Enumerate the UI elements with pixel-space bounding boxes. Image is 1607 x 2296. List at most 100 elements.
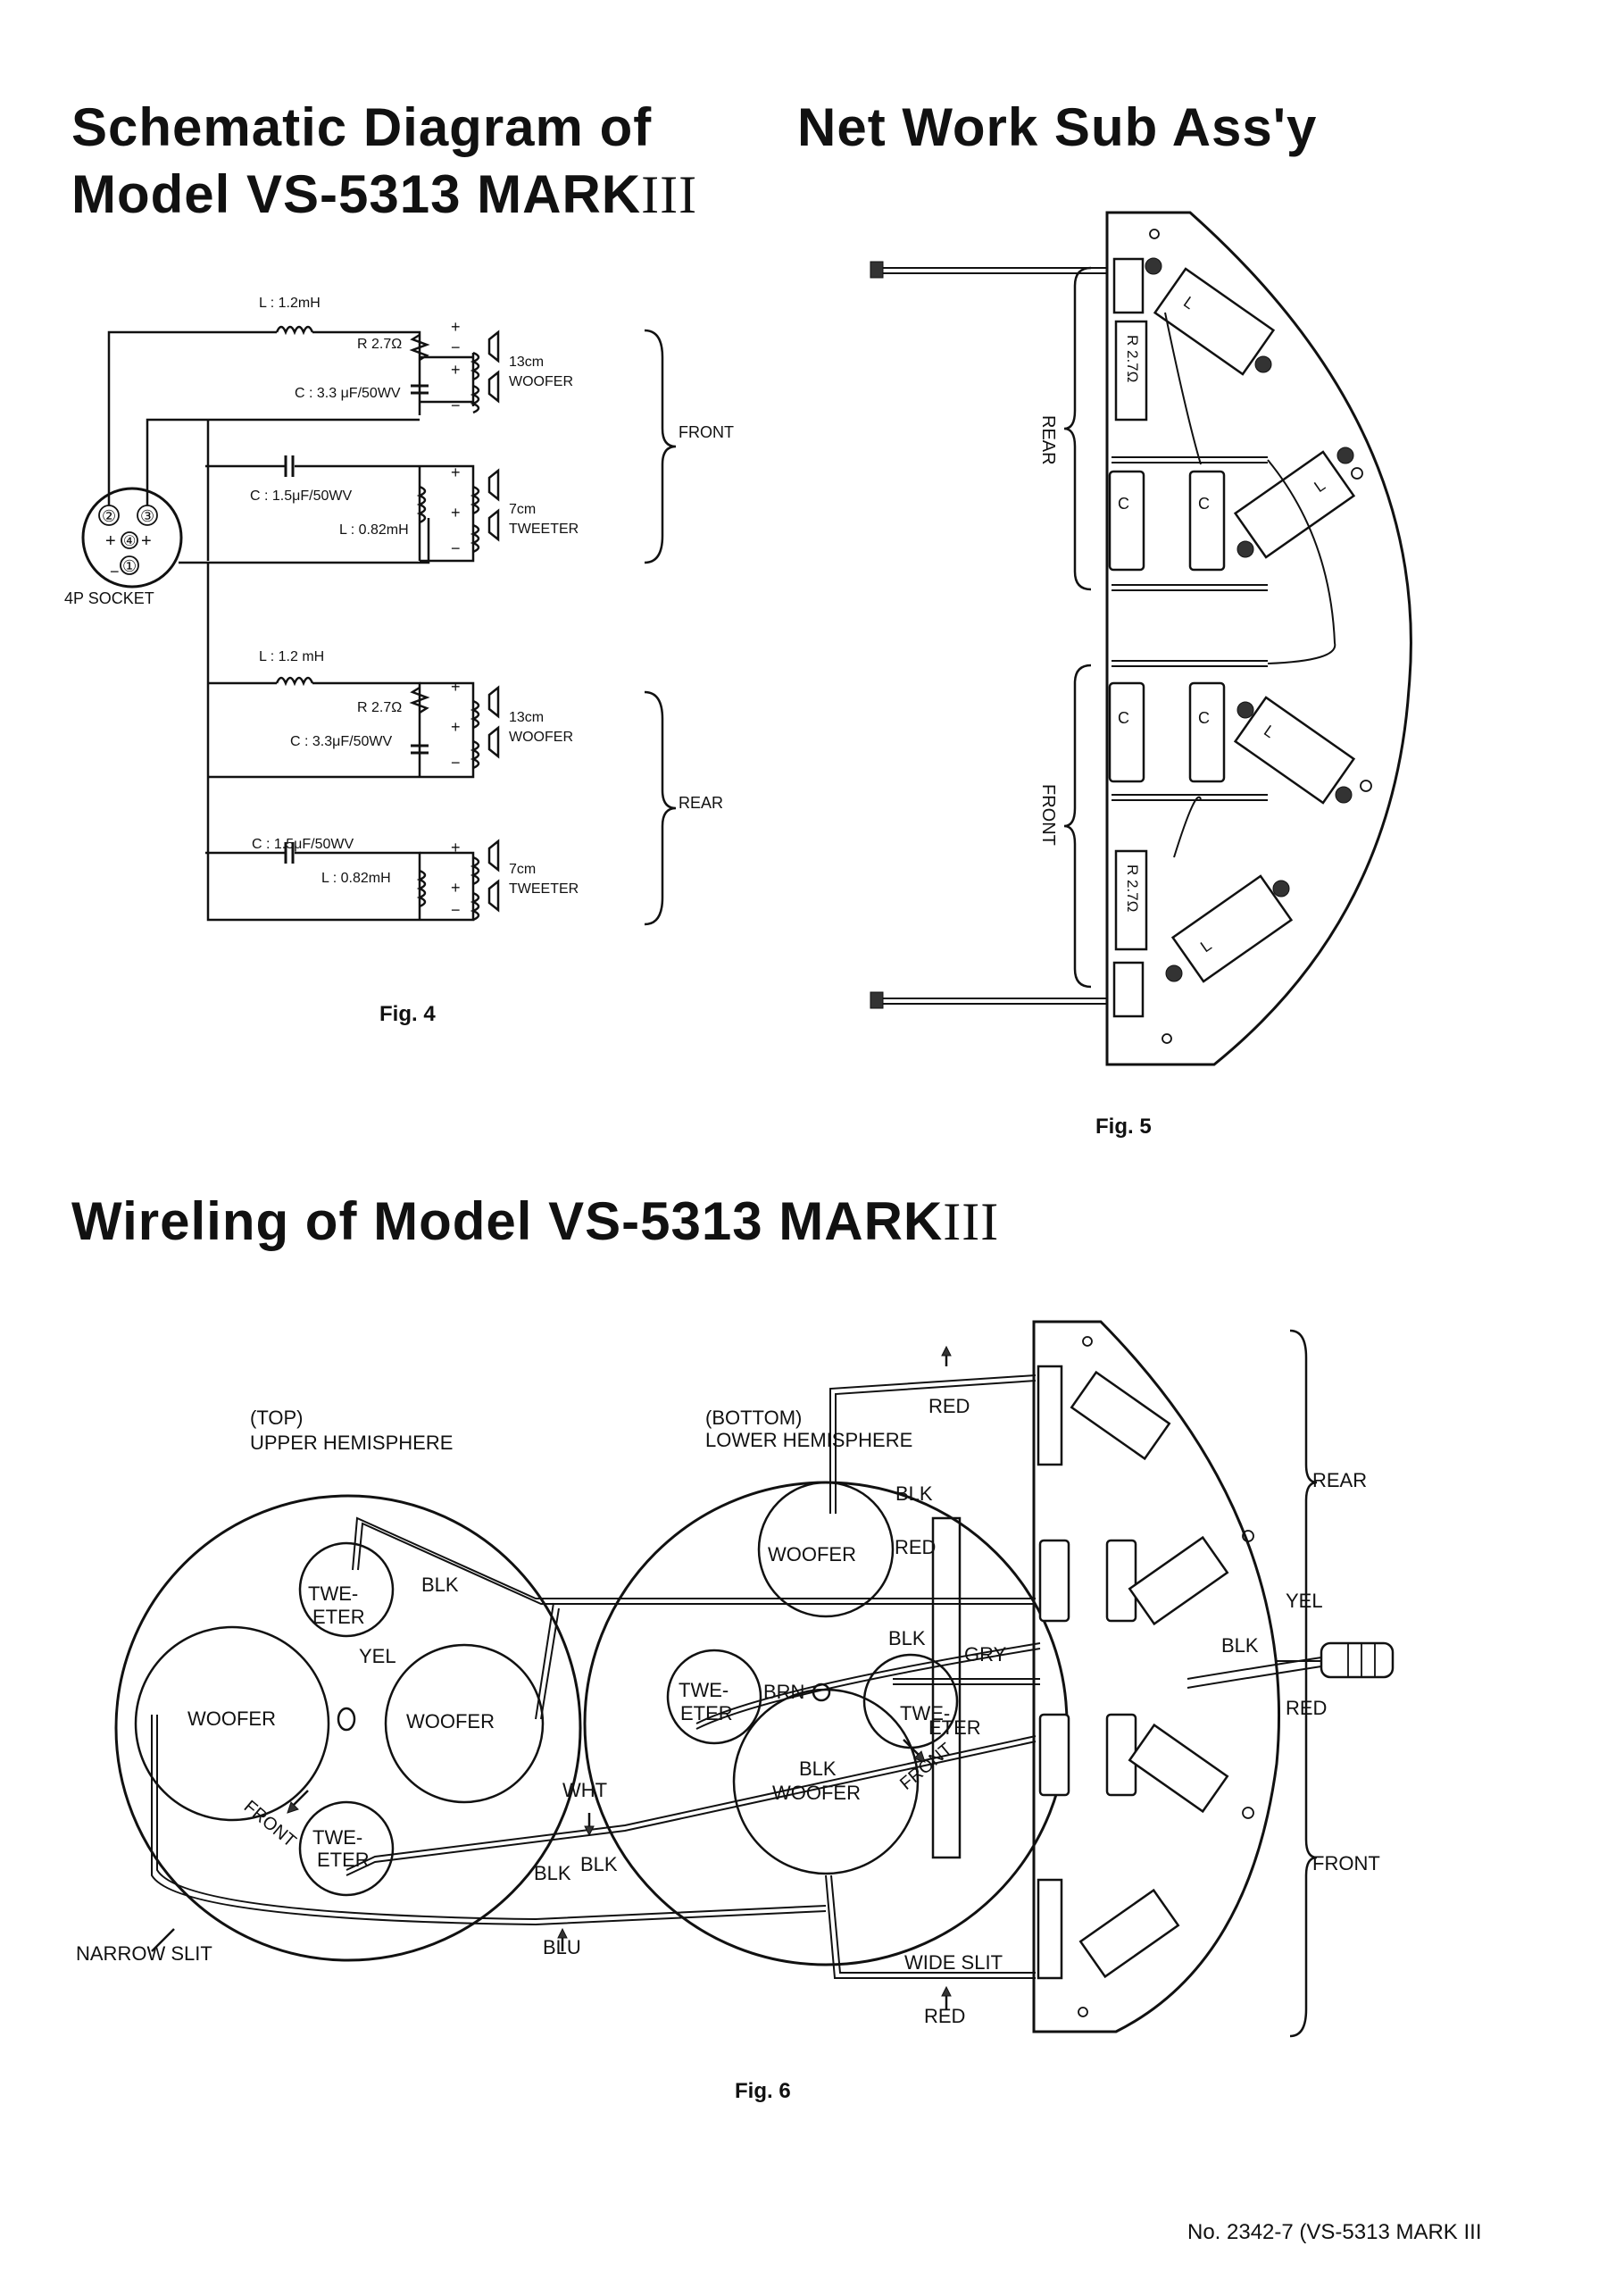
front-tweeter-name: TWEETER	[509, 522, 579, 537]
socket-plus-left: +	[105, 531, 116, 551]
socket-4p: ② ③ ④ ① + + − 4P SOCKET	[64, 487, 183, 607]
network-resistor-rear-label: R 2.7Ω	[1124, 335, 1141, 382]
schematic-title-line2: Model VS-5313 MARKIII	[71, 165, 698, 224]
network-resistor-front-label: R 2.7Ω	[1124, 864, 1141, 912]
front-tweeter-capacitor-label: C : 1.5μF/50WV	[250, 488, 352, 504]
schematic-wiring	[107, 325, 677, 926]
narrow-slit-label: NARROW SLIT	[76, 1942, 212, 1965]
polarity-minus-3: −	[451, 539, 461, 557]
wire-brn: BRN	[763, 1681, 804, 1703]
network-cap-label-1: C	[1118, 495, 1129, 513]
fig5-caption: Fig. 5	[1095, 1115, 1152, 1139]
lower-front-label: FRONT	[896, 1740, 956, 1794]
wire-blk-4: BLK	[534, 1862, 571, 1884]
front-brace-label: FRONT	[679, 423, 734, 441]
polarity-minus-1: −	[451, 338, 461, 356]
lower-woofer-bottom: WOOFER	[772, 1782, 861, 1804]
polarity-minus-5: −	[451, 901, 461, 919]
socket-pin-2: ②	[102, 507, 116, 525]
upper-heading-1: (TOP)	[250, 1407, 303, 1429]
wiring-network-board	[1032, 1320, 1280, 2033]
rear-tweeter-capacitor-label: C : 1.5μF/50WV	[252, 837, 354, 852]
wire-red-1: RED	[928, 1395, 970, 1417]
polarity-plus-8: +	[451, 879, 461, 897]
network-cap-label-2: C	[1198, 495, 1210, 513]
wide-slit-label: WIDE SLIT	[904, 1951, 1003, 1974]
polarity-plus-1: +	[451, 318, 461, 336]
fig6-caption: Fig. 6	[735, 2079, 791, 2103]
wire-red-2: RED	[895, 1536, 936, 1558]
upper-tweeter-top-1: TWE-	[308, 1582, 358, 1605]
wiring-title: Wireling of Model VS-5313 MARKIII	[71, 1192, 1000, 1251]
rear-woofer-capacitor-label: C : 3.3μF/50WV	[290, 734, 392, 749]
wire-gry: GRY	[964, 1643, 1007, 1666]
polarity-minus-2: −	[451, 397, 461, 414]
wire-blk-3: BLK	[888, 1627, 926, 1649]
lower-woofer-top: WOOFER	[768, 1543, 856, 1565]
network-title: Net Work Sub Ass'y	[797, 97, 1318, 157]
socket-minus: −	[110, 563, 120, 580]
polarity-plus-5: +	[451, 678, 461, 696]
lower-woofer-bottom-blk: BLK	[799, 1757, 837, 1780]
polarity-plus-7: +	[451, 839, 461, 856]
front-woofer-resistor-label: R 2.7Ω	[357, 337, 402, 352]
socket-plus-right: +	[141, 531, 152, 551]
schematic-title-line1: Schematic Diagram of	[71, 97, 653, 157]
front-tweeter-inductor-label: L : 0.82mH	[339, 522, 409, 538]
network-cap-label-4: C	[1198, 709, 1210, 727]
upper-heading-2: UPPER HEMISPHERE	[250, 1432, 453, 1454]
schematic-title-model: Model VS-5313 MARK	[71, 164, 642, 224]
wire-blu: BLU	[543, 1936, 581, 1958]
polarity-minus-4: −	[451, 754, 461, 772]
rear-woofer-inductor-label: L : 1.2 mH	[259, 649, 324, 664]
network-rear-label: REAR	[1038, 415, 1058, 465]
fig4-caption: Fig. 4	[379, 1002, 436, 1026]
upper-front-label: FRONT	[240, 1797, 300, 1851]
rear-woofer-size: 13cm	[509, 710, 544, 725]
lower-tweeter-right-2: ETER	[928, 1716, 981, 1739]
lower-tweeter-left-1: TWE-	[679, 1679, 729, 1701]
rear-tweeter-name: TWEETER	[509, 881, 579, 897]
wiring-rear-label: REAR	[1312, 1469, 1367, 1491]
upper-tweeter-bottom-2: ETER	[317, 1849, 370, 1871]
upper-tweeter-top-2: ETER	[312, 1606, 365, 1628]
lower-tweeter-left-2: ETER	[680, 1702, 733, 1724]
wire-red-4: RED	[924, 2005, 965, 2027]
polarity-plus-4: +	[451, 504, 461, 522]
upper-woofer-right: WOOFER	[406, 1710, 495, 1732]
front-tweeter-size: 7cm	[509, 502, 536, 517]
upper-woofer-left: WOOFER	[187, 1707, 276, 1730]
wiring-title-roman: III	[943, 1192, 1000, 1251]
polarity-plus-6: +	[451, 718, 461, 736]
polarity-plus-2: +	[451, 361, 461, 379]
wire-blk-5: BLK	[580, 1853, 618, 1875]
rear-brace-label: REAR	[679, 794, 723, 812]
wire-blk-1: BLK	[421, 1574, 459, 1596]
network-board	[1105, 211, 1412, 1066]
lower-tweeter-right-1: TWE-	[900, 1702, 950, 1724]
rear-tweeter-inductor-label: L : 0.82mH	[321, 871, 391, 886]
lower-heading-1: (BOTTOM)	[705, 1407, 802, 1429]
network-front-label: FRONT	[1038, 784, 1058, 846]
socket-label: 4P SOCKET	[64, 589, 154, 607]
wire-blk-6: BLK	[1221, 1634, 1259, 1657]
upper-tweeter-bottom-1: TWE-	[312, 1826, 362, 1849]
document-number: No. 2342-7 (VS-5313 MARK III	[1187, 2220, 1482, 2244]
rear-tweeter-size: 7cm	[509, 862, 536, 877]
upper-hemisphere	[114, 1494, 582, 1962]
wire-blk-2: BLK	[895, 1482, 933, 1505]
front-woofer-inductor-label: L : 1.2mH	[259, 296, 321, 311]
front-woofer-name: WOOFER	[509, 374, 573, 389]
rear-woofer-name: WOOFER	[509, 730, 573, 745]
front-woofer-size: 13cm	[509, 355, 544, 370]
wire-wht: WHT	[562, 1779, 607, 1801]
socket-pin-4: ④	[123, 534, 136, 549]
socket-pin-3: ③	[140, 507, 154, 525]
wire-yel-1: YEL	[359, 1645, 396, 1667]
network-cap-label-3: C	[1118, 709, 1129, 727]
polarity-plus-3: +	[451, 463, 461, 481]
schematic-title-roman: III	[641, 165, 698, 224]
